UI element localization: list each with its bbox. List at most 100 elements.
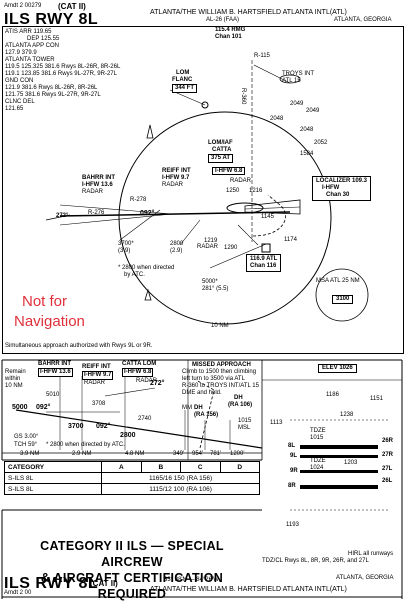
atl-vortac-box: 116.9 ATL Chan 116 — [246, 254, 282, 272]
spot-elevation: 1290 — [224, 245, 238, 251]
radar-label: RADAR — [197, 244, 219, 250]
table-header: A — [101, 461, 142, 473]
footer-amendment: Amdt 2 00 — [4, 590, 32, 596]
table-row: CATEGORY A B C D — [3, 461, 260, 473]
msa-altitude: 3100 — [332, 295, 354, 304]
radial-r278 — [59, 213, 173, 226]
runway-26l: 26L — [382, 478, 393, 484]
ten-nm-label: 10 NM — [211, 323, 229, 329]
profile-course: 092° — [36, 404, 51, 411]
radial-r278-label: R-278 — [130, 197, 147, 203]
profile-alt-2740: 2740 — [138, 416, 152, 422]
comm-line: ATLANTA APP CON — [5, 43, 60, 49]
spot-elevation: 2048 — [300, 127, 314, 133]
footer-airport: ATLANTA/THE WILLIAM B. HARTSFIELD ATLANT… — [150, 586, 347, 593]
localizer-feather — [244, 199, 301, 215]
ten-nm-circle — [118, 111, 332, 325]
localizer-box: LOCALIZER 109.3 I-HFW Chan 30 — [312, 176, 372, 201]
distance-label: 781' — [210, 451, 222, 457]
runway-8l: 8L — [288, 443, 296, 449]
radial-r276 — [59, 204, 173, 215]
table-row: S-ILS 8L 1115/12 100 (RA 106) — [3, 483, 260, 495]
altitude-3700: 3700*(3.9) — [118, 241, 134, 254]
comm-line: 121.9 381.6 Rwys 8L-26R, 8R-26L — [5, 85, 98, 91]
profile-course: 092° — [96, 423, 111, 430]
profile-alt-3708: 3708 — [92, 401, 106, 407]
spot-elevation: 1238 — [340, 412, 354, 418]
profile-radar: RADAR — [136, 378, 158, 384]
flanc-ndb — [201, 101, 209, 109]
runway-9l: 9L — [290, 453, 298, 459]
footer-title: ILS RWY 8L — [4, 575, 99, 592]
runway-9r-27l — [300, 470, 378, 473]
catta-radar: RADAR — [230, 178, 252, 184]
profile-alt-5010: 5010 — [46, 392, 60, 398]
comm-line: ATIS ARR 119.65 — [5, 29, 52, 35]
spot-elevation: 1219 — [204, 238, 218, 244]
final-course-label: 092° — [140, 210, 155, 217]
comm-line: DEP 125.55 — [27, 36, 60, 42]
spot-elevation: 1250 — [226, 188, 240, 194]
table-header: B — [140, 461, 182, 473]
arrow-272-profile — [104, 387, 156, 397]
glideslope-line — [15, 409, 263, 449]
missed-approach: MISSED APPROACH Climb to 1500 then climb… — [182, 362, 259, 396]
distance-label: 349' — [173, 451, 185, 457]
spot-elevation: 2049 — [290, 101, 304, 107]
radial-r276-label: R-276 — [88, 210, 105, 216]
hold-catta — [226, 202, 264, 214]
table-header: CATEGORY — [3, 461, 103, 473]
distance-label: 3.9 NM — [20, 451, 40, 457]
spot-elevation: 1151 — [370, 396, 383, 402]
glideslope-angle: GS 3.00° — [14, 434, 39, 440]
spot-elevation: 2049 — [306, 108, 320, 114]
spot-elevation: 1193 — [286, 522, 299, 528]
profile-radar: RADAR — [84, 380, 106, 386]
middle-marker: MM — [182, 405, 192, 411]
profile-alt-5000: 5000 — [12, 404, 28, 411]
spot-elevation: 2048 — [270, 116, 284, 122]
arrow-272 — [45, 214, 71, 221]
comm-line: 119.1 123.85 381.6 Rwys 9L-27R, 9R-27L — [5, 71, 117, 77]
table-cell: 1115/12 100 (RA 106) — [101, 483, 260, 495]
table-header: C — [180, 461, 221, 473]
decision-height: DH(RA 156) — [194, 405, 219, 418]
radial-r360-label: R-360 — [240, 88, 246, 105]
runway-9l-27r — [300, 455, 378, 458]
spot-elevation: 1203 — [344, 460, 358, 466]
airport-coordinates: 33° 38'N — 84°26'W — [164, 577, 219, 583]
comm-line: 127.9 379.9 — [5, 50, 37, 56]
spot-elevation: 1584 — [300, 151, 314, 157]
footer-city: ATLANTA, GEORGIA — [336, 575, 394, 581]
spot-elevation: 1186 — [326, 392, 339, 398]
profile-heading-272: 272° — [150, 380, 165, 387]
bahrr-intersection: BAHRR INT I-HFW 13.6 RADAR — [82, 175, 115, 195]
lighting-notes: HIRL all runways TDZ/CL Rwys 8L, 8R, 9R,… — [262, 551, 394, 564]
catta-lom: LOM/IAF CATTA 375 AT — [208, 140, 234, 163]
msa-label: MSA ATL 25 NM — [316, 278, 360, 284]
runway-9r: 9R — [290, 468, 298, 474]
table-header: D — [219, 461, 260, 473]
comm-line: 121.75 381.6 Rwys 9L-27R, 9R-27L — [5, 92, 101, 98]
altitude-5000: 5000*281° (5.5) — [202, 279, 229, 292]
flanc-lom: LOM FLANC 344 FT — [172, 70, 198, 93]
comm-line: 119.5 125.325 381.6 Rwys 8L-26R, 8R-26L — [5, 64, 121, 70]
distance-label: 2.9 NM — [72, 451, 92, 457]
reiff-intersection: REIFF INT I-HFW 9.7 RADAR — [162, 168, 191, 188]
spot-elevation: 2052 — [314, 140, 328, 146]
comm-line: CLNC DEL — [5, 99, 35, 105]
distance-label: 4.8 NM — [125, 451, 145, 457]
table-cell: S-ILS 8L — [3, 472, 103, 484]
footer-cat: (CAT II) — [90, 579, 118, 588]
spot-elevation: 1145 — [261, 214, 274, 220]
altitude-2800: 2800(2.9) — [170, 241, 184, 254]
comm-line: GND CON — [5, 78, 34, 84]
hold-troys — [279, 74, 301, 84]
